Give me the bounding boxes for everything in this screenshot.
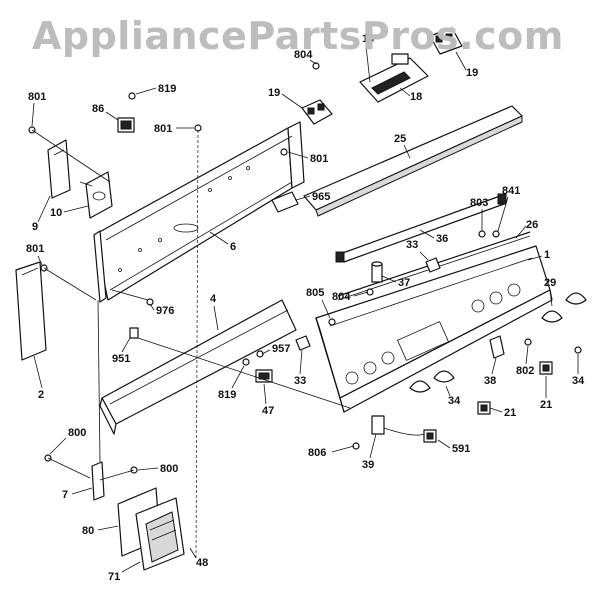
callout-labels: 801 86 819 801 9 10 801 6 965 801 804 16… [26, 33, 585, 583]
part-965-bracket [271, 191, 299, 213]
part-18-control-board [359, 53, 429, 103]
part-951-clip [129, 327, 139, 339]
part-4-lower-panel [99, 299, 297, 435]
callout-591: 591 [452, 443, 470, 455]
part-1-control-panel [315, 245, 553, 413]
callout-16: 16 [362, 33, 374, 45]
part-6-back-panel [93, 121, 305, 303]
callout-802: 802 [516, 365, 534, 377]
callout-39: 39 [362, 459, 374, 471]
callout-957: 957 [272, 343, 290, 355]
callout-34: 34 [572, 375, 585, 387]
leader-lines [31, 129, 351, 561]
callout-801: 801 [26, 243, 44, 255]
callout-2: 2 [38, 389, 44, 401]
part-47-control [255, 369, 273, 383]
callout-21: 21 [540, 399, 552, 411]
callout-1: 1 [544, 249, 550, 261]
watermark: AppliancePartsPros.com [32, 14, 564, 58]
callout-86: 86 [92, 103, 104, 115]
callout-19: 19 [466, 67, 478, 79]
part-33-clip-bottom [295, 335, 311, 351]
callout-19: 19 [268, 87, 280, 99]
callout-801: 801 [310, 153, 328, 165]
callout-38: 38 [484, 375, 496, 387]
callout-819: 819 [218, 389, 236, 401]
callout-965: 965 [312, 191, 330, 203]
callout-804: 804 [294, 49, 313, 61]
callout-25: 25 [394, 133, 406, 145]
callout-33: 33 [406, 239, 418, 251]
callout-48: 48 [196, 557, 208, 569]
callout-36: 36 [436, 233, 448, 245]
part-7-bracket [91, 461, 105, 501]
callout-803: 803 [470, 197, 488, 209]
part-36-lamp [335, 193, 507, 263]
part-9-bracket [47, 139, 71, 199]
callout-6: 6 [230, 241, 236, 253]
part-21-switch-b [539, 361, 553, 375]
part-21-switch-a [477, 401, 491, 415]
callout-10: 10 [50, 207, 62, 219]
callout-806: 806 [308, 447, 326, 459]
part-2-end-cap [15, 261, 47, 361]
part-38-switch [489, 335, 505, 359]
part-71-transformer [135, 497, 185, 571]
callout-805: 805 [306, 287, 324, 299]
callout-47: 47 [262, 405, 274, 417]
part-591-switch [423, 429, 437, 443]
callout-800: 800 [160, 463, 178, 475]
part-29-knobs [409, 292, 587, 393]
callout-18: 18 [410, 91, 422, 103]
callout-819: 819 [158, 83, 176, 95]
callout-34: 34 [448, 395, 461, 407]
callout-21: 21 [504, 407, 516, 419]
callout-801: 801 [154, 123, 172, 135]
callout-71: 71 [108, 571, 120, 583]
callout-801: 801 [28, 91, 46, 103]
part-86-switch [117, 117, 135, 133]
part-33-clip-top [425, 257, 441, 273]
part-37-post [371, 261, 383, 283]
callout-841: 841 [502, 185, 520, 197]
callout-26: 26 [526, 219, 538, 231]
callout-4: 4 [210, 293, 217, 305]
callout-29: 29 [544, 277, 556, 289]
screws [28, 62, 582, 474]
callout-976: 976 [156, 305, 174, 317]
callout-7: 7 [62, 489, 68, 501]
callout-9: 9 [32, 221, 38, 233]
part-19-connector-left [301, 99, 333, 125]
part-19-connector-right [429, 27, 463, 55]
callout-804: 804 [332, 291, 351, 303]
callout-37: 37 [398, 277, 410, 289]
part-10-bracket [85, 171, 113, 219]
callout-951: 951 [112, 353, 130, 365]
part-39-harness [371, 415, 425, 436]
callout-800: 800 [68, 427, 86, 439]
callout-33: 33 [294, 375, 306, 387]
callout-80: 80 [82, 525, 94, 537]
part-25-trim [303, 105, 523, 217]
